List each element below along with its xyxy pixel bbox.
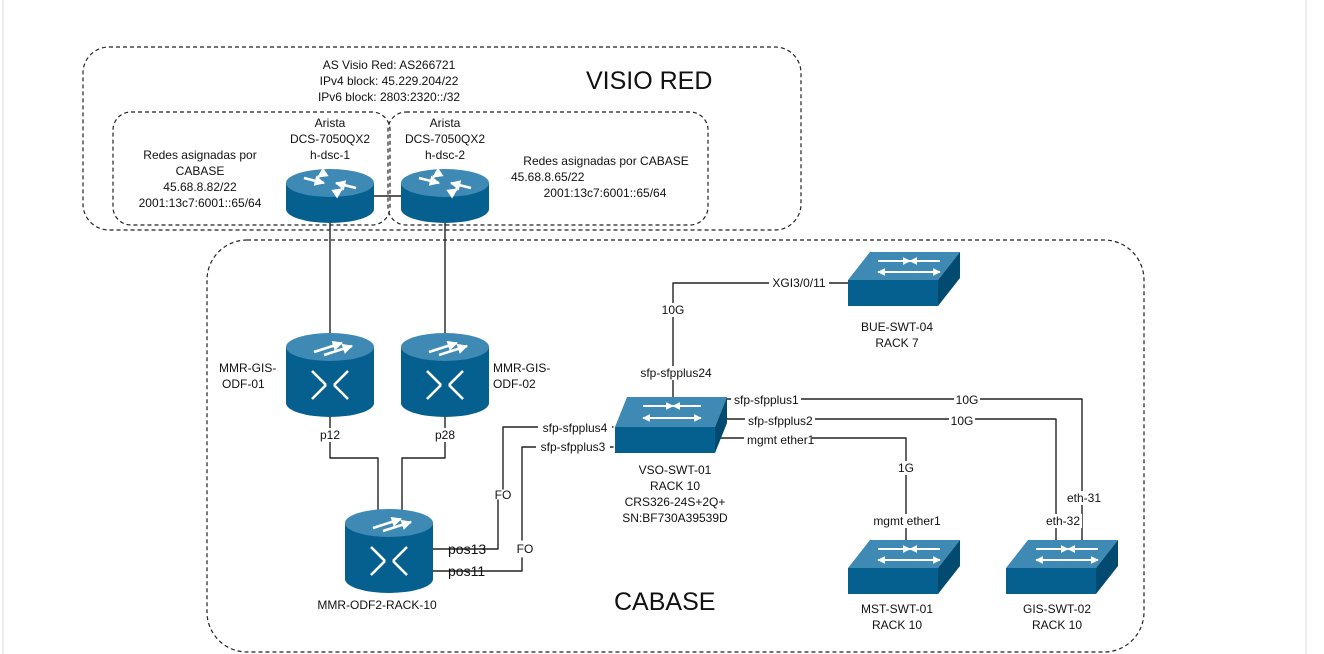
odf-mmr-gis-odf-01[interactable] (286, 333, 374, 417)
assigned-ipv4-1: 45.68.8.82/22 (163, 180, 237, 194)
link-gis2-local-port: sfp-sfpplus2 (748, 414, 813, 428)
mst-rack: RACK 10 (872, 618, 922, 632)
router-1-model: DCS-7050QX2 (290, 132, 370, 146)
link-mst-remote-port: mgmt ether1 (873, 514, 941, 528)
router-icon (401, 167, 489, 223)
link-labels: 10G sfp-sfpplus24 XGI3/0/11 sfp-sfpplus1… (495, 276, 1104, 556)
switch-icon (848, 540, 960, 594)
switch-icon (615, 397, 727, 453)
odf2-rack-10-name: MMR-ODF2-RACK-10 (317, 598, 437, 612)
assigned-networks-title-1: Redes asignadas por (143, 148, 256, 162)
link-odf-a-media: FO (495, 488, 512, 502)
vso-serial: SN:BF730A39539D (622, 511, 728, 525)
link-vso-gis-eth32 (721, 418, 1057, 546)
odf-crossconnect-icon (345, 509, 433, 593)
visio-red-group (82, 46, 802, 231)
assigned-ipv6-2: 2001:13c7:6001::65/64 (544, 186, 667, 200)
link-vso-bue (672, 282, 849, 401)
router-1-hostname: h-dsc-1 (310, 148, 350, 162)
odf2-port-pos11: pos11 (448, 563, 485, 579)
router-2-vendor: Arista (430, 116, 461, 130)
link-bue-speed: 10G (662, 303, 685, 317)
link-mst-speed: 1G (898, 461, 914, 475)
gis-name: GIS-SWT-02 (1023, 602, 1091, 616)
ipv6-block-label: IPv6 block: 2803:2320::/32 (318, 90, 460, 104)
visio-red-title: VISIO RED (586, 67, 712, 95)
vso-rack: RACK 10 (650, 479, 700, 493)
vso-name: VSO-SWT-01 (639, 463, 712, 477)
ipv4-block-label: IPv4 block: 45.229.204/22 (320, 74, 459, 88)
link-gis2-remote-port: eth-32 (1046, 514, 1080, 528)
odf2-port-pos13: pos13 (448, 541, 486, 557)
odf-01-name-2: ODF-01 (222, 377, 265, 391)
odf-mmr-odf2-rack-10[interactable] (345, 509, 433, 593)
switch-gis-swt-02[interactable] (1006, 540, 1118, 594)
switch-bue-swt-04[interactable] (848, 252, 960, 306)
link-bue-remote-port: XGI3/0/11 (772, 276, 825, 290)
router-h-dsc-2[interactable] (401, 167, 489, 223)
assigned-ipv6-1: 2001:13c7:6001::65/64 (139, 196, 262, 210)
odf-crossconnect-icon (286, 333, 374, 417)
odf-02-port: p28 (435, 428, 455, 442)
odf-02-name-1: MMR-GIS- (493, 361, 550, 375)
bue-rack: RACK 7 (875, 336, 919, 350)
router-icon (286, 167, 374, 223)
cabase-title: CABASE (614, 588, 715, 616)
link-bue-local-port: sfp-sfpplus24 (640, 366, 712, 380)
odf-01-port: p12 (320, 428, 340, 442)
assigned-networks-title-1b: CABASE (176, 164, 225, 178)
bue-name: BUE-SWT-04 (861, 320, 933, 334)
odf-01-name-1: MMR-GIS- (219, 361, 276, 375)
link-odf01-odf2 (329, 411, 379, 511)
router-2-model: DCS-7050QX2 (405, 132, 485, 146)
link-gis1-speed: 10G (956, 393, 979, 407)
switch-icon (848, 252, 960, 306)
link-odf-b-local-port: sfp-sfpplus3 (541, 440, 606, 454)
link-odf-b-media: FO (517, 542, 534, 556)
vso-model: CRS326-24S+2Q+ (625, 495, 726, 509)
router-h-dsc-1[interactable] (286, 167, 374, 223)
link-gis1-local-port: sfp-sfpplus1 (734, 393, 799, 407)
link-gis1-remote-port: eth-31 (1067, 491, 1101, 505)
assigned-networks-title-2: Redes asignadas por CABASE (523, 154, 688, 168)
as-number-label: AS Visio Red: AS266721 (323, 58, 456, 72)
router-1-group (112, 111, 391, 226)
link-odf02-odf2 (401, 411, 446, 511)
switch-icon (1006, 540, 1118, 594)
odf-02-name-2: ODF-02 (493, 377, 536, 391)
gis-rack: RACK 10 (1032, 618, 1082, 632)
odf-crossconnect-icon (401, 333, 489, 417)
switch-vso-swt-01[interactable] (615, 397, 727, 453)
mst-name: MST-SWT-01 (861, 602, 933, 616)
switch-mst-swt-01[interactable] (848, 540, 960, 594)
cabase-group (206, 239, 1145, 653)
link-odf-a-local-port: sfp-sfpplus4 (543, 421, 608, 435)
router-2-hostname: h-dsc-2 (425, 148, 465, 162)
link-mst-local-port: mgmt ether1 (747, 433, 815, 447)
router-2-group (387, 111, 709, 226)
link-gis2-speed: 10G (951, 414, 974, 428)
router-1-vendor: Arista (315, 116, 346, 130)
odf-mmr-gis-odf-02[interactable] (401, 333, 489, 417)
link-vso-mst (715, 437, 907, 546)
assigned-ipv4-2: 45.68.8.65/22 (511, 170, 585, 184)
